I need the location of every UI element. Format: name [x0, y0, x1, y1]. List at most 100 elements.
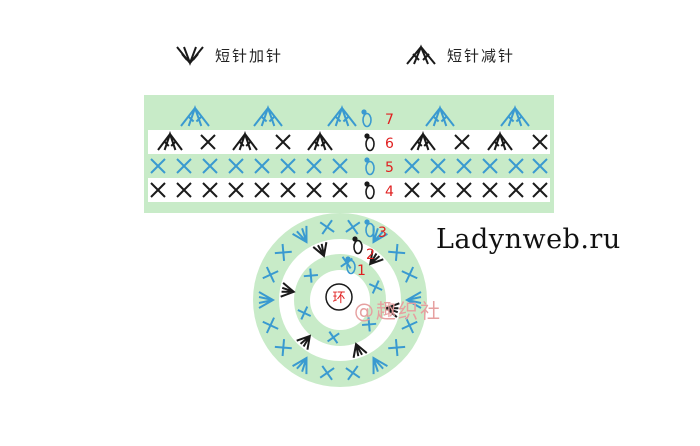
round-1-single-stitch: [361, 317, 377, 332]
increase-stitch-icon: [176, 46, 204, 66]
magic-ring: [325, 283, 353, 311]
row-5-single-stitch: [202, 158, 218, 174]
round-3-increase-stitch: [404, 291, 422, 309]
decrease-stitch-icon: [406, 44, 436, 65]
round-3-single-stroke: [319, 219, 335, 235]
row-6-single-stitch: [275, 134, 291, 150]
row-4-single-stitch: [404, 182, 420, 198]
row-4-single-stitch: [280, 182, 296, 198]
row-4-single-stitch: [254, 182, 270, 198]
row-7-decrease-stitch: [500, 104, 530, 127]
round-3-increase-stitch: [292, 225, 308, 244]
round-1-single-stroke: [327, 331, 340, 344]
round-1-single-stitch: [368, 280, 383, 294]
round-1-single-stroke: [361, 317, 377, 332]
round-2-increase-stroke: [384, 302, 400, 318]
row-number-6: 6: [385, 136, 394, 152]
row-4-single-stitch: [532, 182, 548, 198]
round-2-turning-chain: [352, 236, 363, 255]
row-6-single-stitch: [200, 134, 216, 150]
row-5-single-stitch: [280, 158, 296, 174]
row-7-decrease-stitch: [327, 104, 357, 127]
round-2-increase-stitch: [384, 302, 400, 318]
watermark-brand: @趣织社: [354, 299, 442, 323]
row-4-white-band: [148, 178, 550, 202]
round-3-increase-stroke: [372, 356, 388, 375]
round-3-single-stroke: [345, 219, 361, 235]
round-3-single-stitch: [274, 339, 292, 357]
round-3-increase-stroke: [404, 291, 422, 309]
round-3-single-stroke: [401, 266, 418, 283]
round-3-increase-stitch: [372, 356, 388, 375]
row-number-7: 7: [385, 112, 394, 128]
round-3-single-stroke: [388, 243, 406, 261]
round-1-single-stroke: [303, 268, 319, 283]
round-3-increase-stroke: [258, 291, 276, 309]
row-5-single-stitch: [456, 158, 472, 174]
round-3-single-stitch: [262, 317, 279, 334]
round-3-single-stitch: [401, 266, 418, 283]
round-3-single-stroke: [388, 339, 406, 357]
round-1-turning-chain: [345, 256, 356, 275]
row-4-single-stitch: [332, 182, 348, 198]
row-5-single-stitch: [508, 158, 524, 174]
round-2-increase-stitch: [312, 241, 328, 258]
round-2-increase-stitch: [352, 342, 368, 359]
row-5-single-stitch: [306, 158, 322, 174]
round-1-single-stitch: [303, 268, 319, 283]
round-3-increase-stroke: [292, 225, 308, 244]
round-3-single-stitch: [262, 266, 279, 283]
round-3-increase-stroke: [292, 356, 308, 375]
round-3-single-stroke: [262, 317, 279, 334]
row-5-single-stitch: [482, 158, 498, 174]
row-6-decrease-stitch: [487, 130, 513, 151]
row-4-single-stitch: [228, 182, 244, 198]
round-3-single-stitch: [319, 219, 335, 235]
row-6-decrease-stitch: [232, 130, 258, 151]
row-6-decrease-stitch: [157, 130, 183, 151]
legend-increase-label: 短针加针: [215, 46, 284, 65]
round-1-single-stroke: [297, 306, 312, 320]
row-6-decrease-stitch: [307, 130, 333, 151]
row-4-single-stitch: [202, 182, 218, 198]
row-4-turning-chain: [364, 181, 375, 200]
round-3-single-stitch: [345, 365, 361, 381]
round-2-increase-stroke: [312, 241, 328, 258]
round-3-single-stitch: [345, 219, 361, 235]
row-6-white-band: [148, 130, 550, 154]
row-5-single-stitch: [430, 158, 446, 174]
round-1-single-stitch: [327, 331, 340, 344]
row-6-turning-chain: [364, 133, 375, 152]
round-2-increase-stitch: [368, 250, 384, 266]
legend-increase: 短针加针: [175, 40, 283, 70]
row-6-single-stitch: [532, 134, 548, 150]
row-7-decrease-stitch: [253, 104, 283, 127]
row-5-single-stitch: [254, 158, 270, 174]
row-4-single-stitch: [306, 182, 322, 198]
round-3-single-stitch: [319, 365, 335, 381]
round-2-increase-stitch: [296, 334, 312, 350]
round-3-single-stroke: [262, 266, 279, 283]
round-3-single-stroke: [401, 317, 418, 334]
round-3-single-stitch: [388, 339, 406, 357]
watermark-site: Ladynweb.ru: [436, 224, 621, 255]
round-number-3: 3: [378, 225, 387, 241]
row-4-single-stitch: [150, 182, 166, 198]
row-4-single-stitch: [508, 182, 524, 198]
round-number-1: 1: [357, 263, 366, 279]
round-3-single-stitch: [388, 243, 406, 261]
row-5-single-stitch: [532, 158, 548, 174]
row-4-single-stitch: [176, 182, 192, 198]
row-number-5: 5: [385, 160, 394, 176]
row-7-decrease-stitch: [180, 104, 210, 127]
row-5-single-stitch: [150, 158, 166, 174]
round-2-increase-stitch: [280, 282, 296, 298]
row-7-turning-chain: [361, 109, 372, 128]
round-1-single-stroke: [368, 280, 383, 294]
row-number-4: 4: [385, 184, 394, 200]
row-5-single-stitch: [404, 158, 420, 174]
round-3-single-stroke: [274, 243, 292, 261]
round-1-single-stitch: [297, 306, 312, 320]
round-3-single-stroke: [345, 365, 361, 381]
legend-decrease: 短针减针: [405, 40, 515, 70]
